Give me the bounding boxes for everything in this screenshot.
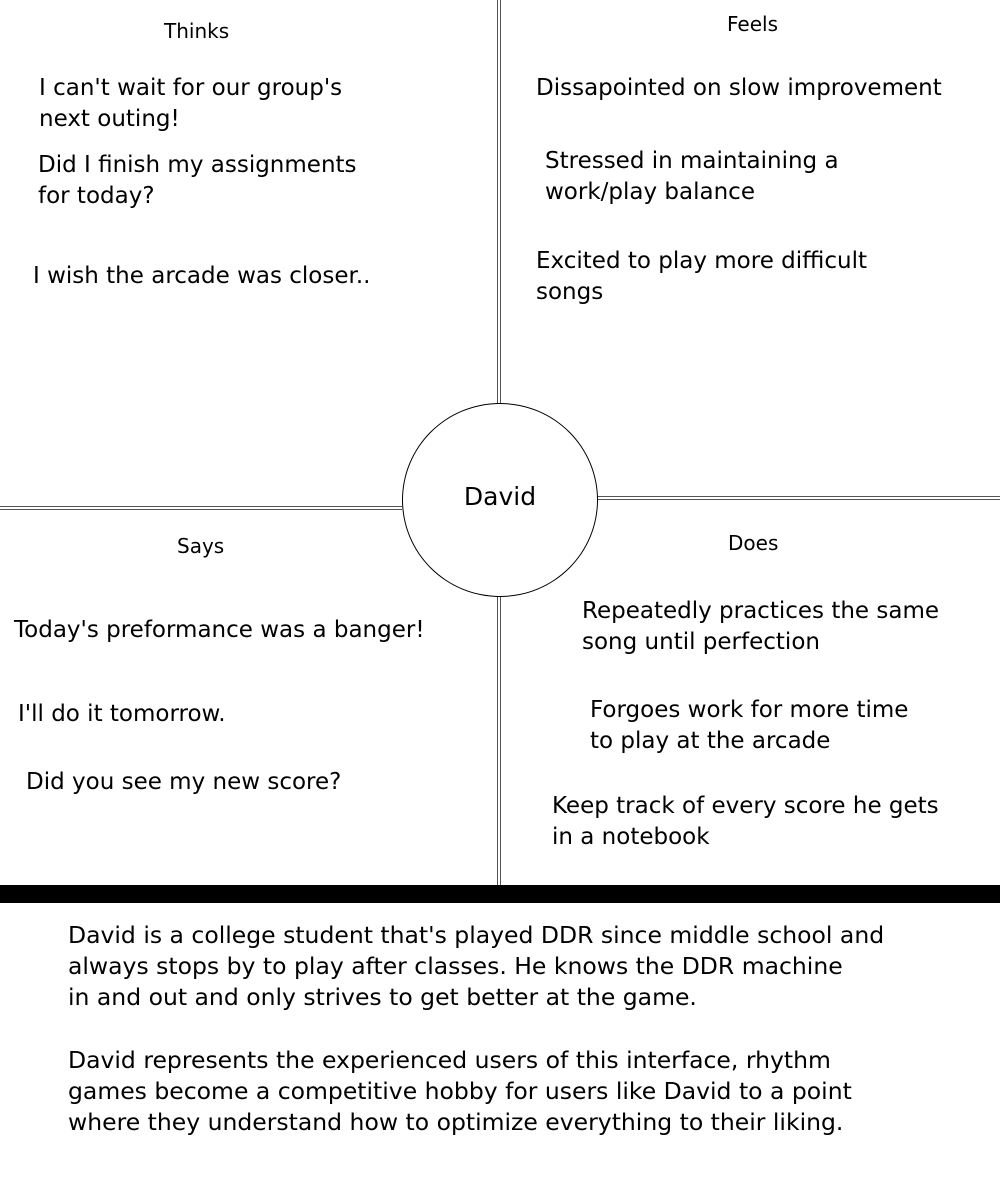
feels-note: Excited to play more difficult songs bbox=[536, 248, 868, 305]
says-note: Today's preformance was a banger! bbox=[14, 617, 425, 643]
divider-bottom bbox=[497, 596, 501, 886]
does-note: Keep track of every score he gets in a n… bbox=[552, 793, 939, 850]
says-heading: Says bbox=[177, 534, 225, 558]
thinks-note: Did I finish my assignments for today? bbox=[38, 152, 357, 209]
does-note: Forgoes work for more time to play at th… bbox=[590, 697, 909, 754]
persona-name: David bbox=[463, 481, 537, 511]
divider-right bbox=[597, 496, 1000, 500]
persona-description-paragraph: David represents the experienced users o… bbox=[68, 1046, 852, 1136]
section-separator bbox=[0, 885, 1000, 903]
feels-note: Dissapointed on slow improvement bbox=[536, 75, 942, 101]
feels-heading: Feels bbox=[727, 12, 778, 36]
thinks-note: I wish the arcade was closer.. bbox=[33, 263, 371, 289]
does-heading: Does bbox=[728, 531, 779, 555]
thinks-heading: Thinks bbox=[164, 19, 230, 43]
divider-left bbox=[0, 506, 402, 510]
thinks-note: I can't wait for our group's next outing… bbox=[39, 75, 343, 132]
says-note: Did you see my new score? bbox=[26, 769, 342, 795]
divider-top bbox=[497, 0, 501, 404]
persona-circle: David bbox=[402, 403, 598, 597]
does-note: Repeatedly practices the same song until… bbox=[582, 598, 940, 655]
says-note: I'll do it tomorrow. bbox=[18, 701, 226, 727]
feels-note: Stressed in maintaining a work/play bala… bbox=[545, 148, 839, 205]
persona-description-paragraph: David is a college student that's played… bbox=[68, 921, 885, 1011]
